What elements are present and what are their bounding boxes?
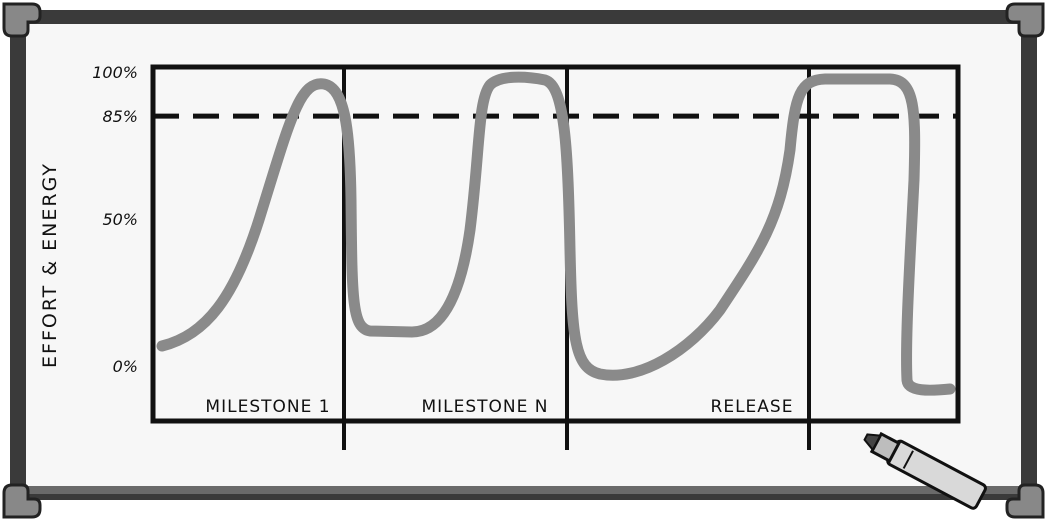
milestone-label-n: MILESTONE N (421, 397, 548, 417)
board-corner-clip-icon (1005, 483, 1045, 519)
milestone-label-release: RELEASE (711, 397, 794, 417)
board-surface (26, 24, 1021, 486)
y-tick-label-50: 50% (102, 210, 138, 229)
y-tick-label-0: 0% (113, 357, 138, 376)
milestone-label-1: MILESTONE 1 (205, 397, 330, 417)
y-tick-label-100: 100% (92, 63, 138, 82)
board-tray (26, 486, 1021, 494)
y-tick-label-85: 85% (102, 107, 138, 126)
y-axis-label: EFFORT & ENERGY (39, 162, 61, 368)
board-corner-clip-icon (1005, 2, 1045, 38)
board-corner-clip-icon (2, 483, 42, 519)
marker-pen-icon (863, 431, 987, 510)
plot-frame (150, 64, 961, 424)
board-corner-clip-icon (2, 2, 42, 38)
effort-energy-curve (156, 71, 956, 396)
